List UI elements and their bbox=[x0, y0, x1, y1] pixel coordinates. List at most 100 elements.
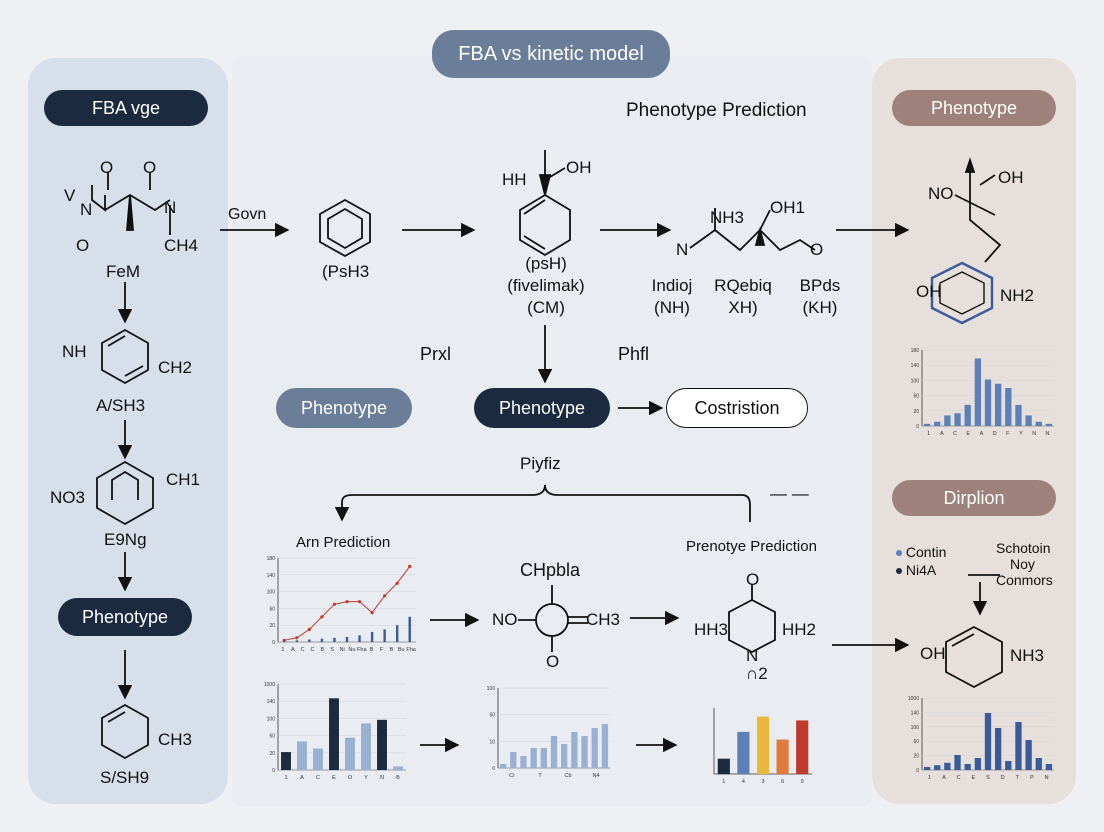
bar bbox=[1035, 421, 1042, 426]
left-mol1-bonds bbox=[91, 172, 171, 235]
mol-label: NO bbox=[492, 610, 518, 629]
mol-label: (psH) bbox=[525, 254, 567, 273]
legend-label: Contin bbox=[905, 544, 947, 560]
mol-label: NH3 bbox=[1010, 646, 1045, 665]
y-tick-label: 140 bbox=[267, 699, 276, 705]
mol-label: BPds bbox=[799, 276, 841, 295]
bar bbox=[361, 723, 371, 770]
legend-item: Contin bbox=[896, 544, 946, 560]
arrow-label: Govn bbox=[228, 206, 267, 223]
mol-label: ∩2 bbox=[746, 664, 768, 683]
data-point bbox=[332, 602, 337, 606]
bar bbox=[313, 748, 323, 770]
mol-label: O bbox=[810, 240, 824, 259]
mol-label: (NH) bbox=[654, 298, 690, 317]
mol-label: CHpbla bbox=[520, 560, 581, 580]
mol-atom-o: O bbox=[100, 158, 114, 177]
mol-label: A/SH3 bbox=[96, 396, 146, 415]
bar bbox=[358, 635, 361, 642]
x-tick-label: S bbox=[986, 775, 990, 781]
bar bbox=[1045, 423, 1053, 426]
x-tick-label: 1 bbox=[927, 431, 930, 437]
x-tick-label: B bbox=[396, 775, 400, 781]
bar bbox=[934, 765, 941, 770]
bar bbox=[510, 752, 517, 768]
x-tick-label: F bbox=[380, 647, 384, 653]
right-header: Phenotype bbox=[892, 90, 1056, 126]
bar bbox=[333, 637, 336, 642]
mol-label: CH3 bbox=[586, 610, 621, 629]
y-tick-label: 100 bbox=[267, 716, 276, 722]
x-tick-label: 6 bbox=[781, 779, 784, 785]
bar bbox=[571, 732, 578, 768]
y-tick-label: 0 bbox=[492, 766, 495, 772]
bar bbox=[295, 640, 299, 642]
bar bbox=[499, 764, 507, 768]
dash-mark: — — bbox=[770, 484, 809, 503]
y-tick-label: 180 bbox=[267, 556, 276, 562]
mol-label: S/SH9 bbox=[100, 768, 150, 787]
bar bbox=[944, 762, 951, 770]
y-tick-label: 140 bbox=[267, 573, 276, 579]
bar bbox=[281, 752, 291, 770]
x-tick-label: Ni bbox=[339, 647, 344, 653]
x-tick-label: C bbox=[953, 431, 957, 437]
bar bbox=[345, 737, 355, 770]
x-tick-label: 1 bbox=[928, 775, 931, 781]
x-tick-label: Fha bbox=[357, 647, 367, 653]
x-tick-label: A bbox=[942, 775, 946, 781]
data-point bbox=[307, 627, 311, 631]
x-tick-label: Bu bbox=[398, 647, 405, 653]
x-tick-label: B bbox=[321, 647, 325, 653]
x-tick-label: Y bbox=[364, 775, 368, 781]
bar bbox=[308, 639, 311, 642]
mol-label: N bbox=[676, 240, 689, 259]
y-tick-label: 60 bbox=[913, 739, 919, 745]
mol-label: XH) bbox=[728, 298, 758, 317]
x-tick-label: P bbox=[1030, 775, 1034, 781]
mol-atom-o: O bbox=[143, 158, 157, 177]
y-tick-label: 140 bbox=[911, 363, 920, 369]
right-mol2-ring bbox=[945, 625, 1003, 689]
bar bbox=[954, 413, 961, 426]
x-tick-label: E bbox=[332, 775, 336, 781]
right-mol1-bonds bbox=[954, 160, 1002, 263]
left-ring4 bbox=[101, 703, 149, 760]
bar bbox=[408, 616, 411, 642]
x-tick-label: S bbox=[330, 647, 334, 653]
x-tick-label: C bbox=[957, 775, 961, 781]
y-tick-label: 180 bbox=[911, 348, 920, 354]
x-tick-label: A bbox=[300, 775, 304, 781]
data-point bbox=[370, 611, 374, 615]
mol-label: HH bbox=[502, 170, 527, 189]
x-tick-label: B bbox=[390, 647, 394, 653]
bar bbox=[581, 736, 588, 768]
bar bbox=[974, 758, 981, 770]
bar bbox=[944, 415, 951, 426]
mid-label: Prxl bbox=[420, 344, 451, 364]
left-panel bbox=[28, 58, 228, 804]
x-tick-label: N bbox=[1045, 431, 1049, 437]
x-tick-label: D bbox=[1001, 775, 1005, 781]
bar bbox=[1015, 404, 1022, 426]
mol-label: N bbox=[746, 646, 759, 665]
bar bbox=[283, 641, 286, 642]
mol-atom-v: V bbox=[64, 186, 76, 205]
mol-c-ring bbox=[535, 603, 569, 637]
data-point bbox=[282, 638, 286, 642]
mol-label: OH1 bbox=[770, 198, 805, 217]
y-tick-label: 20 bbox=[269, 751, 275, 757]
mol-atom-n: N bbox=[164, 198, 177, 217]
bar bbox=[561, 744, 568, 768]
bar bbox=[550, 736, 558, 768]
mol-d-ring bbox=[728, 598, 776, 654]
bar bbox=[1035, 758, 1042, 770]
x-tick-label: T bbox=[538, 773, 542, 779]
bar bbox=[320, 638, 324, 642]
x-tick-label: N4 bbox=[592, 773, 599, 779]
right-panel bbox=[872, 58, 1076, 804]
